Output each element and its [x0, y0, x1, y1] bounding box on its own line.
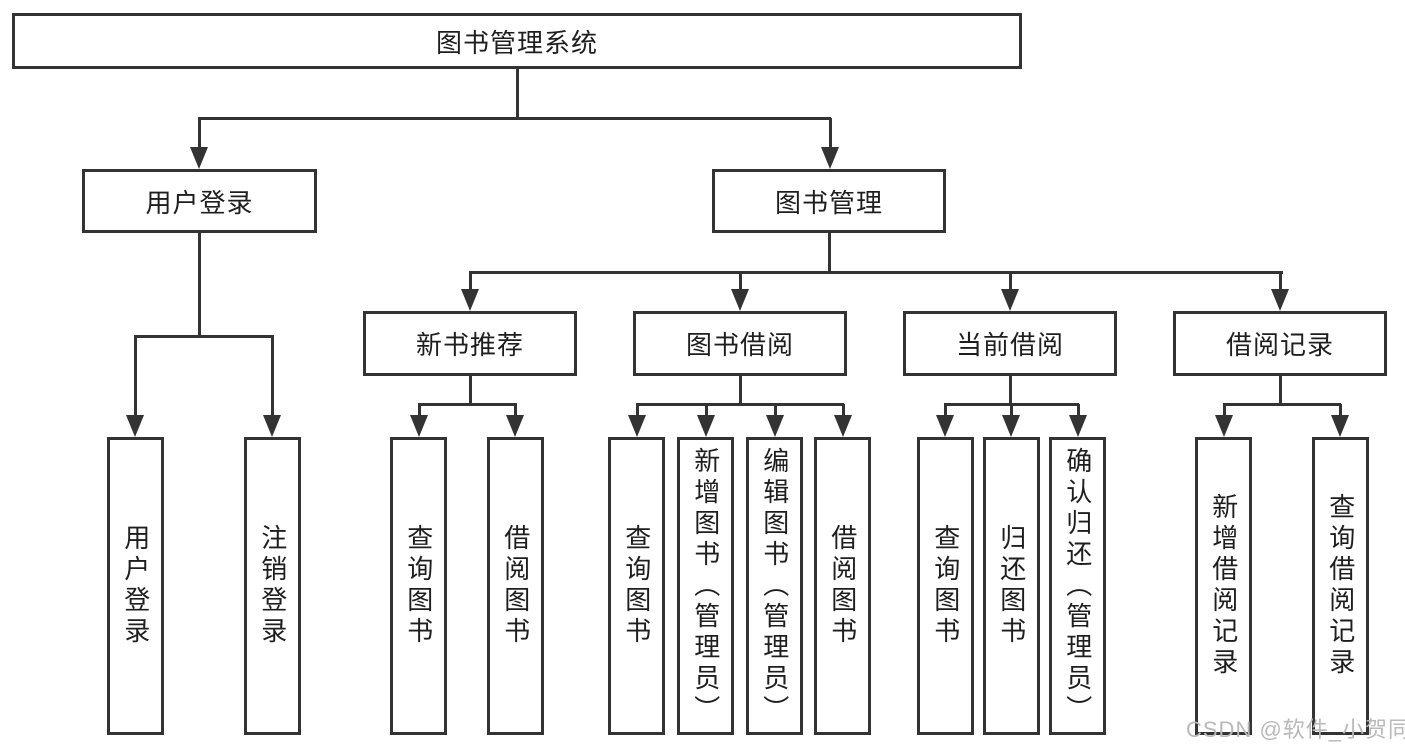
- connector-arm: [829, 118, 832, 150]
- node-label: 查询图书: [930, 524, 961, 648]
- node-label: 当前借阅: [955, 330, 1064, 360]
- arrow-down-icon: [766, 415, 784, 437]
- node-root: 图书管理系统: [12, 13, 1022, 69]
- connector-stem: [1009, 376, 1012, 406]
- connector-arm: [134, 336, 137, 418]
- connector-bar: [134, 335, 274, 338]
- connector-stem: [469, 376, 472, 406]
- arrow-down-icon: [731, 289, 749, 311]
- connector-arm: [1077, 404, 1080, 418]
- arrow-down-icon: [1002, 415, 1020, 437]
- leaf-newbook-query-book: 查询图书: [390, 437, 447, 735]
- leaf-logout: 注销登录: [244, 437, 301, 735]
- connector-arm: [271, 336, 274, 418]
- connector-bar: [636, 403, 844, 406]
- node-label: 借阅记录: [1225, 330, 1334, 360]
- node-label: 查询图书: [621, 524, 652, 648]
- arrow-down-icon: [697, 415, 715, 437]
- node-label: 用户登录: [120, 524, 151, 648]
- arrow-down-icon: [263, 415, 281, 437]
- connector-arm: [198, 118, 201, 150]
- arrow-down-icon: [1271, 289, 1289, 311]
- leaf-current-confirm-return-admin: 确认归还（管理员）: [1049, 437, 1106, 735]
- arrow-down-icon: [126, 415, 144, 437]
- arrow-down-icon: [1215, 415, 1233, 437]
- node-label: 借阅图书: [500, 524, 531, 648]
- leaf-borrow-borrow-book: 借阅图书: [814, 437, 871, 735]
- node-label: 归还图书: [996, 524, 1027, 648]
- node-label: 图书借阅: [685, 330, 794, 360]
- node-label: 查询图书: [403, 524, 434, 648]
- arrow-down-icon: [936, 415, 954, 437]
- node-book-borrow: 图书借阅: [633, 311, 847, 376]
- connector-arm: [514, 404, 517, 418]
- node-label: 注销登录: [257, 524, 288, 648]
- connector-stem: [1279, 376, 1282, 406]
- leaf-current-query-book: 查询图书: [917, 437, 974, 735]
- connector-arm: [944, 404, 947, 418]
- leaf-records-add-record: 新增借阅记录: [1195, 437, 1252, 735]
- connector-arm: [1339, 404, 1342, 418]
- connector-arm: [636, 404, 639, 418]
- node-label: 编辑图书（管理员）: [759, 446, 790, 726]
- connector-stem: [516, 69, 519, 118]
- node-book-management: 图书管理: [712, 169, 946, 233]
- node-label: 查询借阅记录: [1325, 493, 1356, 679]
- node-borrow-records: 借阅记录: [1173, 311, 1387, 376]
- node-new-book-recommend: 新书推荐: [363, 311, 577, 376]
- leaf-records-query-record: 查询借阅记录: [1312, 437, 1369, 735]
- arrow-down-icon: [1001, 289, 1019, 311]
- connector-arm: [1009, 272, 1012, 292]
- connector-arm: [1223, 404, 1226, 418]
- connector-arm: [705, 404, 708, 418]
- leaf-borrow-add-book-admin: 新增图书（管理员）: [677, 437, 734, 735]
- arrow-down-icon: [1331, 415, 1349, 437]
- node-current-borrow: 当前借阅: [903, 311, 1117, 376]
- arrow-down-icon: [461, 289, 479, 311]
- node-label: 新增图书（管理员）: [690, 446, 721, 726]
- node-label: 确认归还（管理员）: [1062, 446, 1093, 726]
- connector-arm: [739, 272, 742, 292]
- connector-arm: [774, 404, 777, 418]
- connector-bar: [1223, 403, 1341, 406]
- leaf-borrow-edit-book-admin: 编辑图书（管理员）: [746, 437, 803, 735]
- connector-stem: [739, 376, 742, 406]
- arrow-down-icon: [410, 415, 428, 437]
- node-label: 用户登录: [145, 187, 254, 218]
- arrow-down-icon: [628, 415, 646, 437]
- arrow-down-icon: [506, 415, 524, 437]
- connector-bar: [418, 403, 517, 406]
- connector-bar: [469, 271, 1283, 274]
- leaf-user-login: 用户登录: [107, 437, 164, 735]
- leaf-borrow-query-book: 查询图书: [608, 437, 665, 735]
- node-user-login: 用户登录: [82, 169, 317, 233]
- node-label: 新增借阅记录: [1208, 493, 1239, 679]
- connector-arm: [418, 404, 421, 418]
- connector-stem: [198, 233, 201, 337]
- connector-stem: [828, 233, 831, 274]
- arrow-down-icon: [1069, 415, 1087, 437]
- arrow-down-icon: [834, 415, 852, 437]
- connector-arm: [469, 272, 472, 292]
- arrow-down-icon: [190, 147, 208, 169]
- connector-arm: [1010, 404, 1013, 418]
- watermark: CSDN @软件_小贺同学: [1186, 717, 1405, 742]
- arrow-down-icon: [821, 147, 839, 169]
- connector-arm: [1279, 272, 1282, 292]
- leaf-newbook-borrow-book: 借阅图书: [487, 437, 544, 735]
- node-label: 借阅图书: [827, 524, 858, 648]
- node-label: 新书推荐: [415, 330, 524, 360]
- node-label: 图书管理系统: [435, 27, 598, 58]
- connector-arm: [842, 404, 845, 418]
- connector-bar: [198, 117, 831, 120]
- node-label: 图书管理: [774, 187, 883, 218]
- leaf-current-return-book: 归还图书: [983, 437, 1040, 735]
